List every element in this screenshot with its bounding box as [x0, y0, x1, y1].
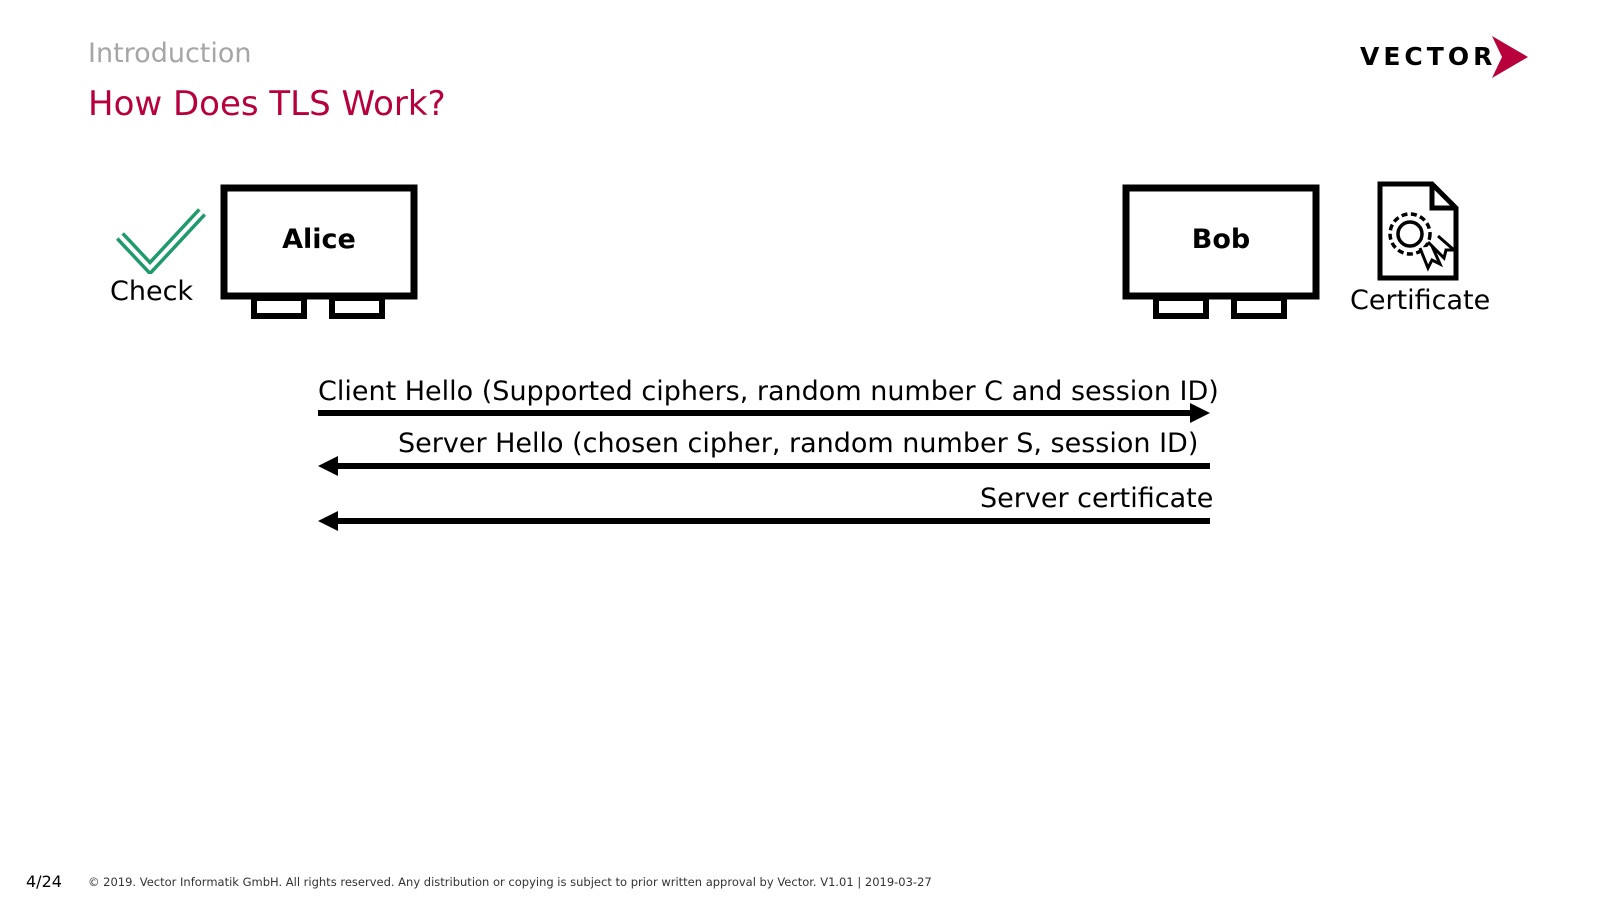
alice-label: Alice: [282, 224, 356, 255]
logo-arrow-icon: [1492, 36, 1528, 78]
slide-title: How Does TLS Work?: [88, 84, 446, 124]
checkmark-icon: [116, 208, 206, 274]
certificate-icon: [1377, 181, 1459, 281]
vector-logo: VECTOR: [1360, 34, 1540, 84]
arrow-server-to-client-certificate: [318, 511, 1210, 531]
certificate-label: Certificate: [1350, 285, 1491, 316]
bob-device-icon: [1122, 184, 1320, 319]
check-label: Check: [110, 276, 194, 307]
arrow-client-to-server: [318, 403, 1210, 423]
section-label: Introduction: [88, 38, 252, 69]
message-label-client-hello: Client Hello (Supported ciphers, random …: [318, 376, 1219, 407]
logo-text: VECTOR: [1360, 42, 1497, 71]
bob-label: Bob: [1191, 224, 1251, 255]
message-label-server-certificate: Server certificate: [980, 483, 1214, 514]
copyright-notice: © 2019. Vector Informatik GmbH. All righ…: [88, 875, 932, 889]
arrow-server-to-client-hello: [318, 456, 1210, 476]
message-label-server-hello: Server Hello (chosen cipher, random numb…: [398, 428, 1199, 459]
page-number: 4/24: [26, 872, 62, 891]
alice-device-icon: [220, 184, 418, 319]
